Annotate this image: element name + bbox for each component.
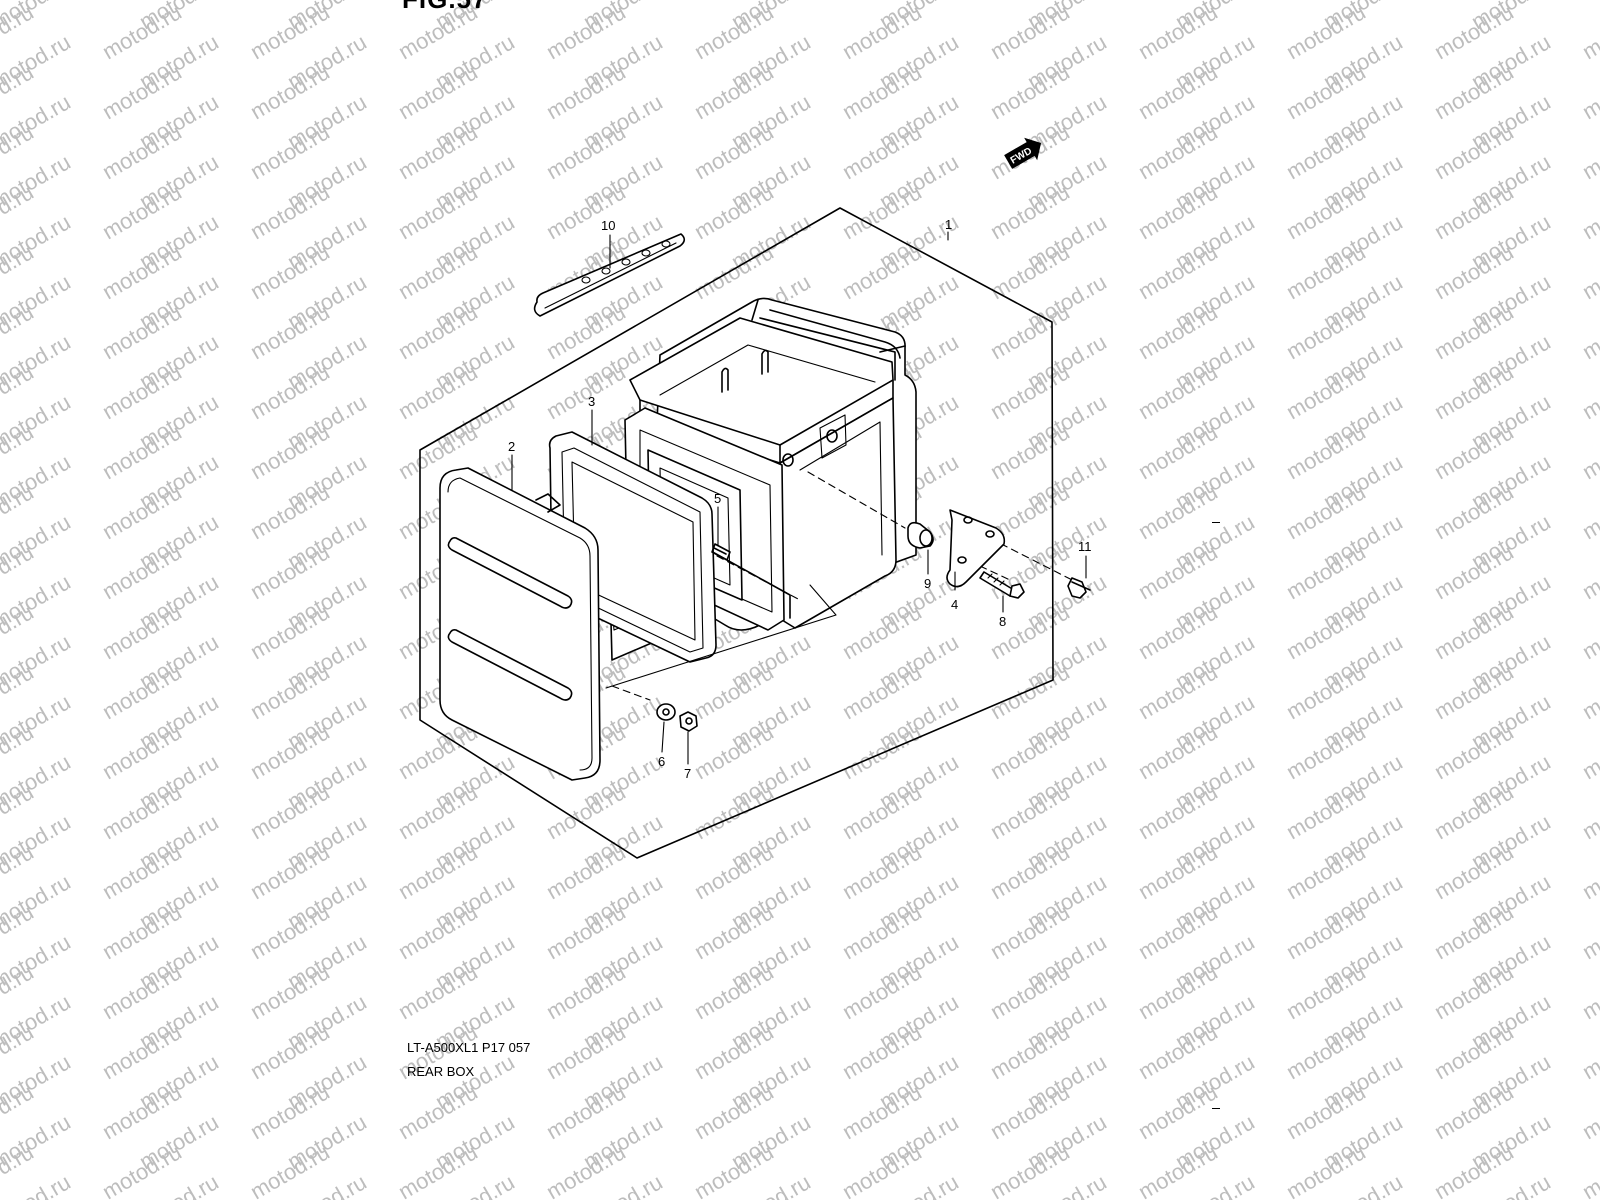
watermark-text: motod.ru	[1578, 239, 1600, 304]
watermark-text: motod.ru	[1578, 899, 1600, 964]
leader-lines	[605, 471, 1083, 701]
watermark-text: motod.ru	[1578, 479, 1600, 544]
washer-part	[656, 703, 676, 721]
callout-8: 8	[999, 614, 1006, 629]
margin-mark	[1212, 522, 1220, 523]
callout-7: 7	[684, 766, 691, 781]
stud-bolt-part	[711, 543, 731, 561]
watermark-text: motod.ru	[1578, 539, 1600, 604]
margin-mark	[1212, 1108, 1220, 1109]
watermark-text: motod.ru	[1578, 419, 1600, 484]
model-code: LT-A500XL1 P17 057	[407, 1040, 531, 1055]
callout-4: 4	[951, 597, 958, 612]
watermark-text: motod.ru	[1578, 0, 1600, 4]
watermark-text: motod.ru	[1578, 299, 1600, 364]
watermark-text: motod.ru	[1578, 359, 1600, 424]
cover-part	[439, 467, 601, 781]
watermark-text: motod.ru	[1578, 1079, 1600, 1144]
watermark-text: motod.ru	[1578, 1019, 1600, 1084]
callout-9: 9	[924, 576, 931, 591]
bolt-part	[979, 571, 1025, 599]
callout-2: 2	[508, 439, 515, 454]
watermark-text: motod.ru	[1578, 179, 1600, 244]
flange-bolt-part	[1067, 577, 1091, 599]
watermark-text: motod.ru	[1578, 119, 1600, 184]
cushion-part	[907, 521, 934, 549]
watermark-text: motod.ru	[1578, 59, 1600, 124]
bracket-part	[946, 509, 1006, 588]
callout-5: 5	[714, 491, 721, 506]
watermark-text: motod.ru	[1578, 719, 1600, 784]
callout-labels: 1 2 3 4 5 6 7 8 9 10 11	[508, 217, 1092, 781]
callout-leaders	[511, 231, 1087, 765]
nut-part	[679, 711, 698, 732]
callout-3: 3	[588, 394, 595, 409]
section-name: REAR BOX	[407, 1064, 475, 1079]
watermark-text: motod.ru	[1578, 839, 1600, 904]
watermark-text: motod.ru	[1578, 599, 1600, 664]
watermark-text: motod.ru	[1578, 659, 1600, 724]
watermark-text: motod.ru	[1578, 779, 1600, 844]
figure-title: FIG.57	[402, 0, 487, 12]
watermark-text: motod.ru	[1578, 959, 1600, 1024]
callout-11: 11	[1078, 539, 1092, 554]
strap-part	[533, 233, 686, 317]
callout-6: 6	[658, 754, 665, 769]
watermark-text: motod.ru	[1578, 1139, 1600, 1200]
assembly-boundary	[419, 207, 1054, 859]
watermark-text: motod.ru	[1578, 0, 1600, 64]
callout-10: 10	[601, 218, 615, 233]
callout-1: 1	[945, 217, 952, 232]
